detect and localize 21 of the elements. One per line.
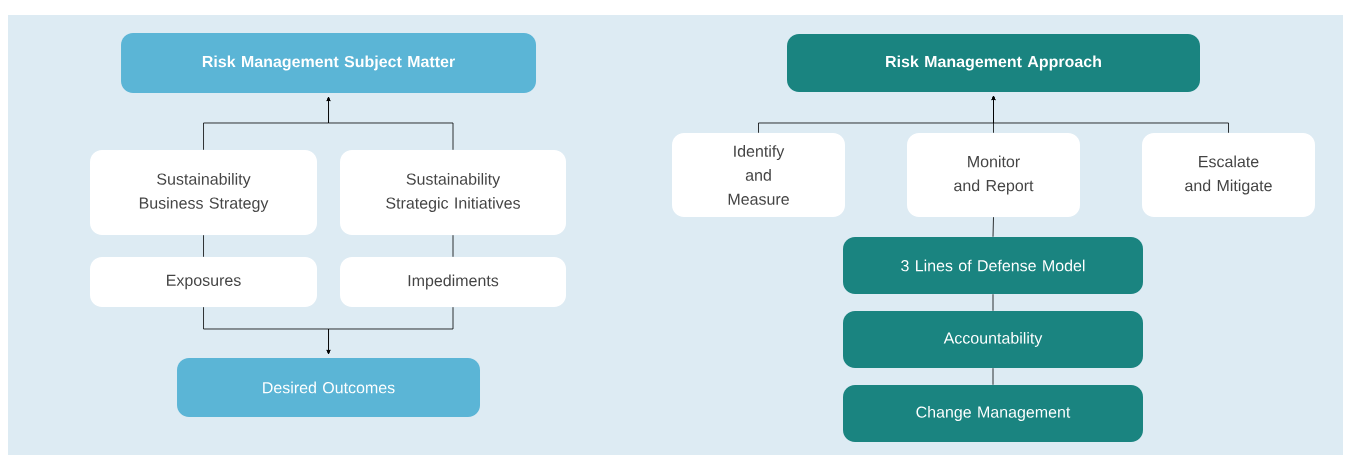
connector [991, 95, 1229, 134]
process-box: Escalate and Mitigate [1142, 133, 1315, 217]
process-box: Monitor and Report [907, 133, 1080, 217]
process-box: Impediments [340, 257, 566, 307]
connector [992, 216, 994, 238]
outcome-box: Desired Outcomes [177, 358, 480, 417]
process-box: Sustainability Strategic Initiatives [340, 150, 566, 235]
model-box: Change Management [843, 385, 1143, 442]
model-box: 3 Lines of Defense Model [843, 237, 1143, 294]
process-box: Exposures [90, 257, 317, 307]
connector [326, 96, 454, 151]
model-box: Accountability [843, 311, 1143, 368]
connector [992, 367, 994, 386]
heading-box: Risk Management Approach [787, 34, 1200, 92]
connector [992, 293, 994, 312]
heading-box: Risk Management Subject Matter [121, 33, 536, 93]
connector [452, 234, 454, 258]
process-box: Identify and Measure [672, 133, 845, 217]
process-box: Sustainability Business Strategy [90, 150, 317, 235]
connector [326, 306, 454, 355]
connector [203, 234, 204, 258]
